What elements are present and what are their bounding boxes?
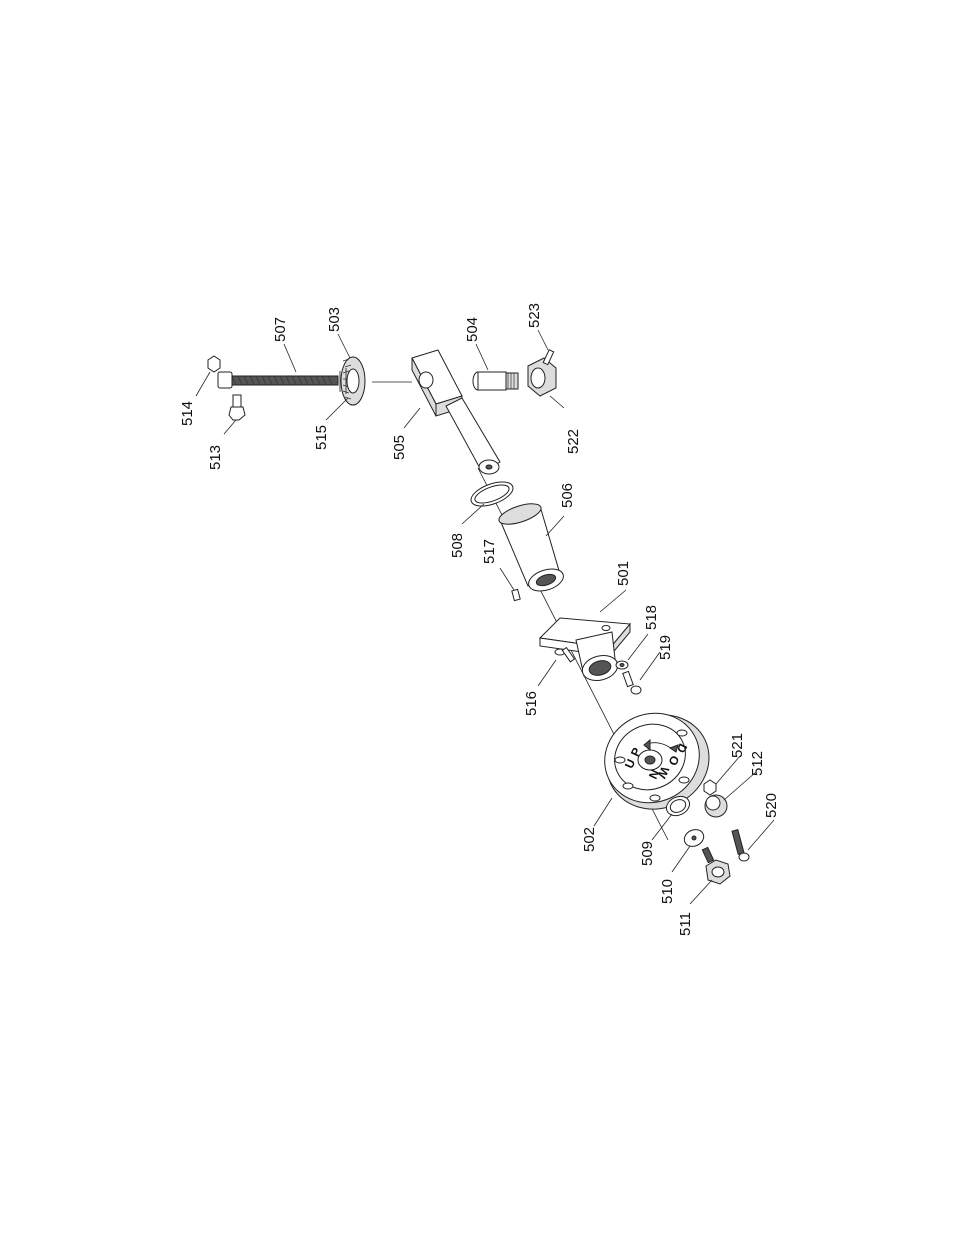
set-screw-523 (542, 349, 555, 366)
callout-503: 503 (326, 307, 343, 332)
nut-514 (207, 355, 221, 373)
callout-508: 508 (449, 533, 466, 558)
callout-511: 511 (677, 912, 694, 936)
callout-labels: 507 503 504 523 514 513 515 505 522 506 … (179, 303, 780, 936)
block-505 (411, 349, 501, 475)
callout-516: 516 (523, 691, 540, 716)
callout-514: 514 (179, 401, 196, 426)
callout-507: 507 (272, 317, 289, 342)
callout-501: 501 (615, 561, 632, 586)
callout-523: 523 (526, 303, 543, 328)
callout-505: 505 (391, 435, 408, 460)
sleeve-506 (498, 503, 564, 592)
nut-521 (703, 779, 717, 796)
gear-503 (339, 356, 366, 406)
hex-knob-511 (701, 846, 731, 885)
callout-515: 515 (313, 425, 330, 450)
sleeve-504 (472, 371, 519, 391)
callout-512: 512 (749, 751, 766, 776)
screw-516 (561, 646, 576, 663)
retaining-ring-508 (470, 481, 514, 507)
pin-517 (511, 588, 521, 602)
base-501 (538, 617, 631, 681)
handwheel-502: U P D O W N (604, 712, 710, 810)
washer-510 (683, 829, 705, 847)
bolt-520 (731, 829, 750, 862)
callout-520: 520 (763, 793, 780, 818)
bolt-513 (228, 394, 246, 421)
lead-screw-507 (217, 371, 339, 389)
leader-lines (195, 329, 775, 905)
callout-513: 513 (207, 445, 224, 470)
callout-522: 522 (565, 429, 582, 454)
callout-518: 518 (643, 605, 660, 630)
nut-522 (527, 357, 557, 397)
callout-510: 510 (659, 879, 676, 904)
callout-519: 519 (657, 635, 674, 660)
bolt-519 (622, 670, 642, 695)
ring-509 (665, 795, 691, 817)
washer-518 (615, 660, 629, 670)
knob-512 (704, 794, 728, 818)
callout-521: 521 (729, 733, 746, 758)
callout-504: 504 (464, 317, 481, 342)
callout-502: 502 (581, 827, 598, 852)
callout-509: 509 (639, 841, 656, 866)
callout-506: 506 (559, 483, 576, 508)
callout-517: 517 (481, 539, 498, 564)
